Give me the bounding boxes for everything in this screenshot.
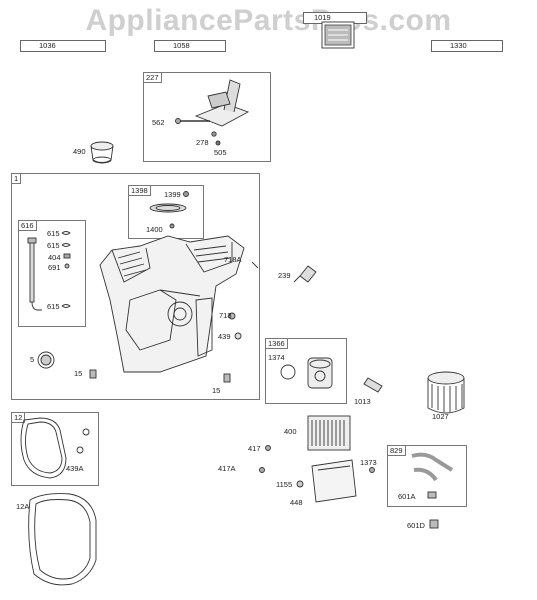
callout-404: 404 <box>48 253 61 262</box>
callout-1373: 1373 <box>360 458 377 467</box>
callout-691: 691 <box>48 263 61 272</box>
group-box-616 <box>18 220 86 327</box>
part-tag-1330: 1330 <box>431 40 503 52</box>
group-label-1: 1 <box>11 173 22 184</box>
callout-239: 239 <box>278 271 291 280</box>
callout-448: 448 <box>290 498 303 507</box>
group-label-1366: 1366 <box>265 338 288 349</box>
group-box-1 <box>11 173 260 400</box>
group-box-829 <box>387 445 467 507</box>
part-tag-1058: 1058 <box>154 40 226 52</box>
callout-1155: 1155 <box>276 480 293 489</box>
callout-615-mid: 615 <box>47 241 60 250</box>
group-box-1366 <box>265 338 347 404</box>
callout-12A: 12A <box>16 502 30 511</box>
callout-15-left: 15 <box>74 369 83 378</box>
callout-615-top: 615 <box>47 229 60 238</box>
group-label-1398: 1398 <box>128 185 151 196</box>
callout-601D: 601D <box>407 521 425 530</box>
callout-601A: 601A <box>398 492 416 501</box>
group-label-227: 227 <box>143 72 162 83</box>
callout-15-right: 15 <box>212 386 221 395</box>
callout-417: 417 <box>248 444 261 453</box>
callout-490: 490 <box>73 147 86 156</box>
callout-1400: 1400 <box>146 225 163 234</box>
callout-1374: 1374 <box>268 353 285 362</box>
group-label-12: 12 <box>11 412 26 423</box>
group-label-829: 829 <box>387 445 406 456</box>
callout-718A: 718A <box>224 255 242 264</box>
callout-439A: 439A <box>66 464 84 473</box>
callout-718: 718 <box>219 311 232 320</box>
callout-1013: 1013 <box>354 397 371 406</box>
callout-278: 278 <box>196 138 209 147</box>
callout-505: 505 <box>214 148 227 157</box>
callout-1027: 1027 <box>432 412 449 421</box>
callout-1399: 1399 <box>164 190 181 199</box>
callout-400: 400 <box>284 427 297 436</box>
group-label-616: 616 <box>18 220 37 231</box>
callout-439: 439 <box>218 332 231 341</box>
callout-5: 5 <box>30 355 35 364</box>
group-box-12 <box>11 412 99 486</box>
watermark: AppliancePartsPros.com <box>85 4 452 37</box>
callout-562: 562 <box>152 118 165 127</box>
part-tag-1036: 1036 <box>20 40 106 52</box>
group-box-227 <box>143 72 271 162</box>
callout-417A: 417A <box>218 464 236 473</box>
callout-615-bottom: 615 <box>47 302 60 311</box>
